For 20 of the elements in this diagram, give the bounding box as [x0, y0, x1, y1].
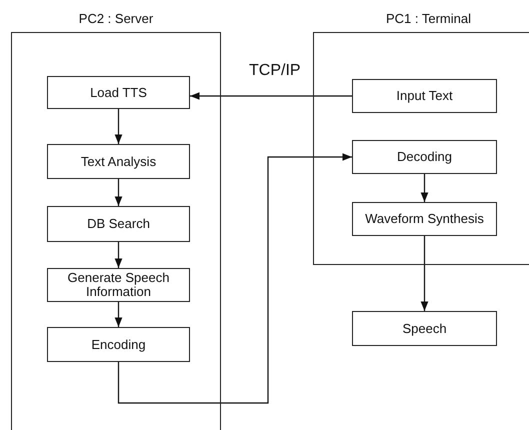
process-box: DB Search — [47, 206, 190, 242]
process-box: Waveform Synthesis — [352, 202, 497, 236]
process-box: Decoding — [352, 140, 497, 174]
arrow — [114, 302, 122, 327]
arrow — [114, 242, 122, 268]
edge-label: TCP/IP — [249, 62, 301, 80]
process-box: Generate Speech Information — [47, 268, 190, 302]
arrow — [114, 109, 122, 144]
arrow — [118, 153, 352, 404]
arrow — [114, 179, 122, 206]
process-box: Encoding — [47, 327, 190, 362]
group-heading: PC1 : Terminal — [384, 11, 472, 26]
arrow — [190, 92, 352, 100]
process-box: Load TTS — [47, 76, 190, 109]
arrow — [420, 174, 428, 202]
arrow — [420, 236, 428, 311]
group-heading: PC2 : Server — [78, 11, 154, 26]
process-box: Speech — [352, 311, 497, 346]
process-box: Input Text — [352, 79, 497, 113]
process-box: Text Analysis — [47, 144, 190, 179]
